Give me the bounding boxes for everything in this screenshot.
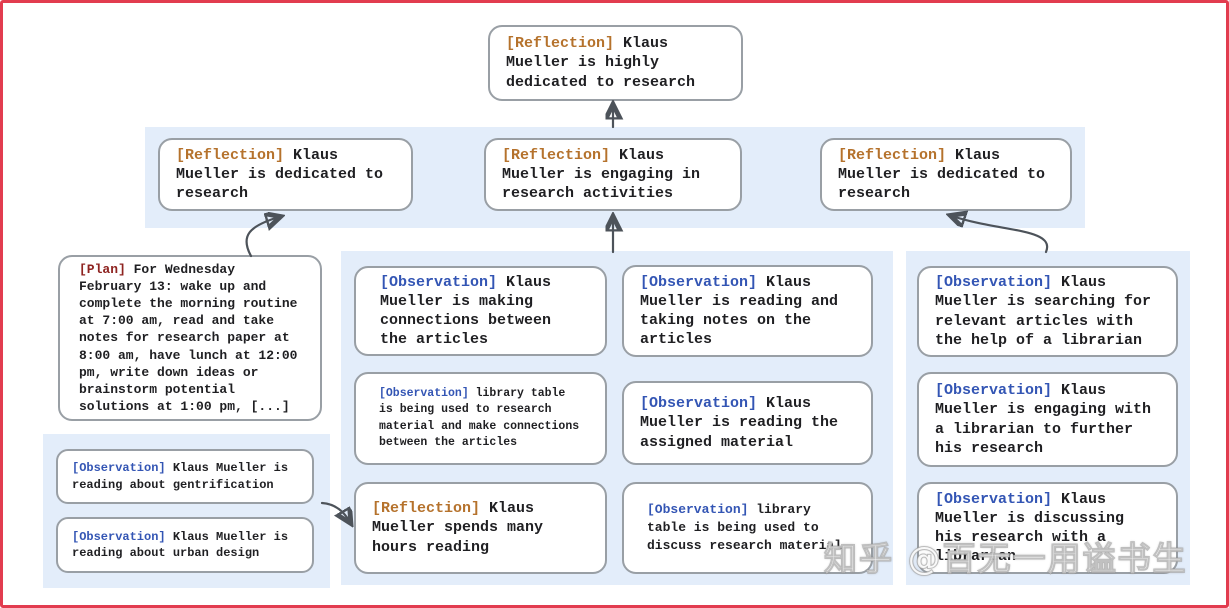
node-label: [Reflection]	[502, 146, 611, 164]
node-reflection-left: [Reflection]Klaus Mueller is dedicated t…	[158, 138, 413, 211]
node-text: Klaus Mueller is reading the assigned ma…	[640, 395, 839, 451]
node-text: Klaus Mueller is reading about gentrific…	[72, 461, 289, 492]
node-text: Klaus Mueller is reading about urban des…	[72, 529, 289, 560]
node-label: [Observation]	[72, 461, 166, 476]
node-text: Klaus Mueller spends many hours reading	[372, 500, 544, 556]
node-label: [Plan]	[79, 261, 126, 277]
node-text: library table is being used to discuss r…	[647, 502, 843, 553]
node-obs-searching: [Observation]Klaus Mueller is searching …	[917, 266, 1178, 357]
node-text: Klaus Mueller is making connections betw…	[380, 273, 552, 349]
node-label: [Reflection]	[372, 500, 481, 518]
node-obs-engaging-librarian: [Observation]Klaus Mueller is engaging w…	[917, 372, 1178, 467]
node-obs-discussing: [Observation]Klaus Mueller is discussing…	[917, 482, 1178, 574]
node-text: library table is being used to research …	[379, 387, 580, 449]
node-text: Klaus Mueller is searching for relevant …	[935, 274, 1152, 349]
node-label: [Reflection]	[506, 35, 615, 53]
node-label: [Observation]	[935, 382, 1053, 400]
node-reflection-root: [Reflection]Klaus Mueller is highly dedi…	[488, 25, 743, 101]
node-text: Klaus Mueller is engaging with a librari…	[935, 382, 1152, 457]
node-label: [Observation]	[935, 490, 1053, 508]
node-label: [Observation]	[379, 387, 469, 401]
node-label: [Observation]	[380, 273, 498, 291]
node-label: [Observation]	[935, 274, 1053, 292]
node-text: Klaus Mueller is reading and taking note…	[640, 273, 839, 349]
node-obs-library-research: [Observation]library table is being used…	[354, 372, 607, 465]
node-text: Klaus Mueller is dedicated to research	[838, 146, 1046, 203]
zhihu-watermark: 知乎 @百无一用谥书生	[824, 539, 1188, 579]
node-obs-library-discuss: [Observation]library table is being used…	[622, 482, 873, 574]
node-label: [Observation]	[647, 502, 749, 518]
node-obs-assigned-material: [Observation]Klaus Mueller is reading th…	[622, 381, 873, 465]
node-label: [Observation]	[640, 273, 758, 291]
node-text: Klaus Mueller is dedicated to research	[176, 146, 384, 203]
node-obs-urban-design: [Observation]Klaus Mueller is reading ab…	[56, 517, 314, 573]
node-label: [Reflection]	[838, 146, 947, 164]
node-text: For Wednesday February 13: wake up and c…	[79, 261, 298, 415]
node-reflection-mid: [Reflection]Klaus Mueller is engaging in…	[484, 138, 742, 211]
node-text: Klaus Mueller is highly dedicated to res…	[506, 35, 696, 91]
node-label: [Reflection]	[176, 146, 285, 164]
node-text: Klaus Mueller is engaging in research ac…	[502, 146, 701, 203]
node-plan: [Plan]For Wednesday February 13: wake up…	[58, 255, 322, 421]
node-obs-taking-notes: [Observation]Klaus Mueller is reading an…	[622, 265, 873, 357]
node-label: [Observation]	[72, 529, 166, 544]
node-obs-gentrification: [Observation]Klaus Mueller is reading ab…	[56, 449, 314, 504]
node-obs-connections: [Observation]Klaus Mueller is making con…	[354, 266, 607, 356]
node-label: [Observation]	[640, 395, 758, 413]
node-text: Klaus Mueller is discussing his research…	[935, 490, 1125, 566]
node-reflection-right: [Reflection]Klaus Mueller is dedicated t…	[820, 138, 1072, 211]
node-refl-hours-reading: [Reflection]Klaus Mueller spends many ho…	[354, 482, 607, 574]
